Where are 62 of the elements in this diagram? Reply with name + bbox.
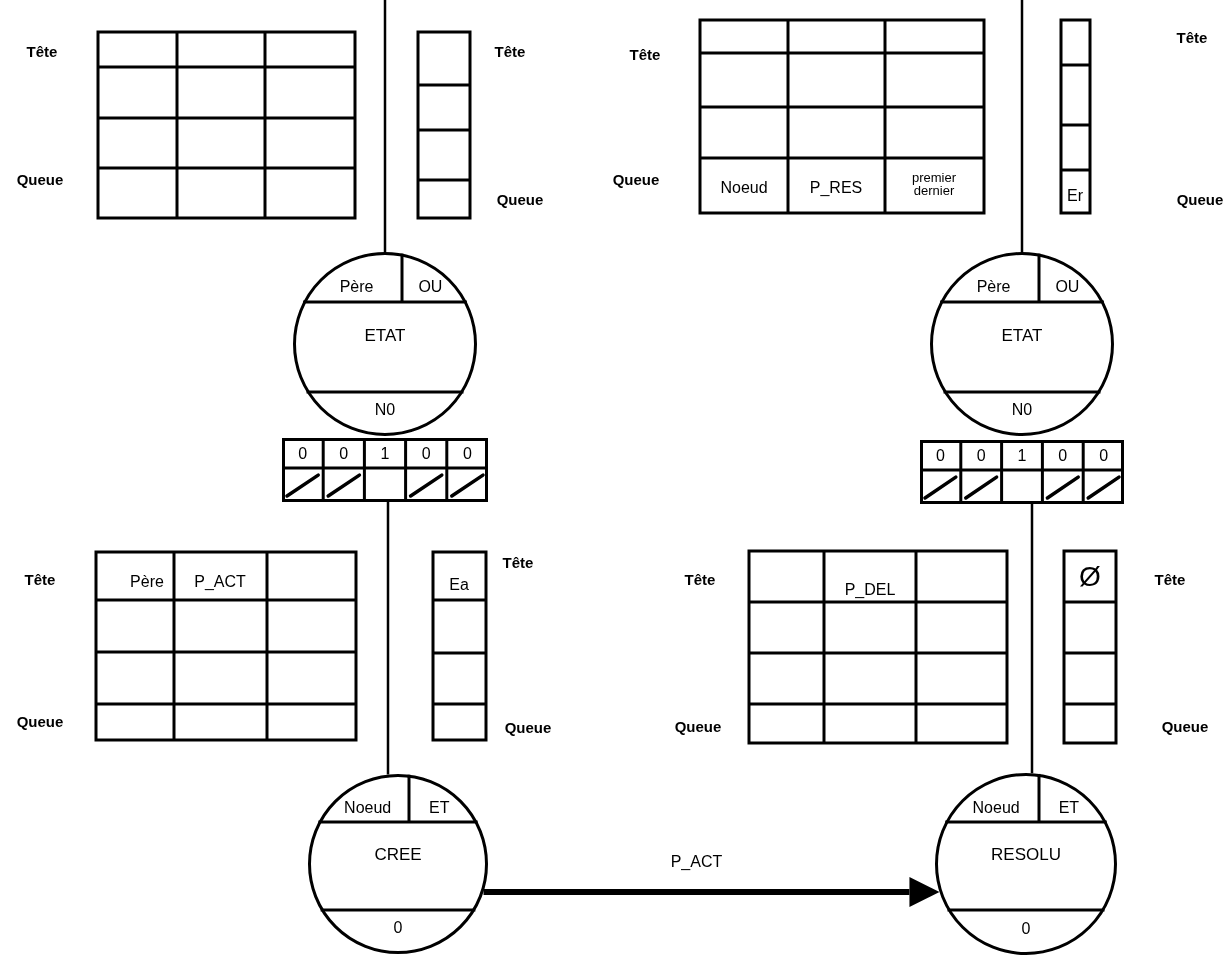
- value-label: 0: [393, 919, 403, 937]
- side-label: Queue: [1176, 191, 1224, 209]
- cell-text: P_RES: [809, 179, 863, 197]
- field-label: Noeud: [972, 798, 1020, 817]
- value-label: N0: [374, 401, 396, 419]
- bit-value: 0: [298, 445, 308, 463]
- side-label: Queue: [504, 719, 552, 737]
- side-label: Queue: [496, 191, 544, 209]
- state-circle: [293, 252, 477, 436]
- field-label: OU: [418, 278, 443, 296]
- state-label: ETAT: [364, 326, 406, 346]
- side-label: Queue: [1161, 718, 1209, 736]
- bit-value: 0: [339, 445, 349, 463]
- state-label: CREE: [374, 846, 422, 865]
- side-label: Queue: [16, 171, 64, 189]
- state-label: RESOLU: [991, 846, 1061, 865]
- cell-text: P_ACT: [194, 573, 246, 591]
- bit-vector-box: [920, 440, 1124, 504]
- bit-value: 0: [1099, 447, 1109, 465]
- state-circle: [930, 252, 1114, 436]
- connector-line: [383, 0, 387, 252]
- state-label: ETAT: [1001, 326, 1043, 346]
- state-circle: [935, 773, 1117, 955]
- connector-line: [386, 502, 390, 775]
- cell-text: Er: [1067, 187, 1083, 205]
- cell-text: Père: [130, 573, 164, 591]
- field-label: Père: [339, 278, 374, 296]
- side-label: Queue: [612, 171, 660, 189]
- state-circle: [308, 774, 488, 954]
- bit-vector-box: [282, 438, 488, 502]
- value-label: 0: [1021, 919, 1031, 938]
- side-label: Queue: [16, 713, 64, 731]
- field-label: Noeud: [344, 799, 392, 817]
- side-label: Tête: [629, 46, 661, 64]
- bit-value: 1: [1017, 447, 1027, 465]
- bit-value: 0: [935, 447, 945, 465]
- value-label: N0: [1011, 401, 1033, 419]
- connector-line: [1030, 504, 1034, 774]
- cell-text: Ea: [449, 576, 469, 594]
- bit-value: 0: [462, 445, 472, 463]
- bit-value: 0: [976, 447, 986, 465]
- cell-text: Noeud: [720, 179, 768, 197]
- side-label: Tête: [1154, 571, 1186, 589]
- side-label: Tête: [684, 571, 716, 589]
- arrow: [483, 877, 940, 907]
- bit-value: 1: [380, 445, 390, 463]
- side-label: Tête: [26, 43, 58, 61]
- cell-text: premier dernier: [910, 171, 958, 197]
- side-label: Tête: [1176, 29, 1208, 47]
- side-label: Queue: [674, 718, 722, 736]
- bit-value: 0: [421, 445, 431, 463]
- field-label: Père: [976, 278, 1011, 296]
- bit-value: 0: [1058, 447, 1068, 465]
- side-label: Tête: [24, 571, 56, 589]
- field-label: OU: [1055, 278, 1080, 296]
- empty-set-symbol: Ø: [1079, 561, 1101, 593]
- field-label: ET: [1058, 798, 1080, 817]
- field-label: ET: [429, 799, 450, 817]
- side-label: Tête: [502, 554, 534, 572]
- connector-line: [1020, 0, 1024, 252]
- side-label: Tête: [494, 43, 526, 61]
- cell-text: P_DEL: [844, 581, 896, 599]
